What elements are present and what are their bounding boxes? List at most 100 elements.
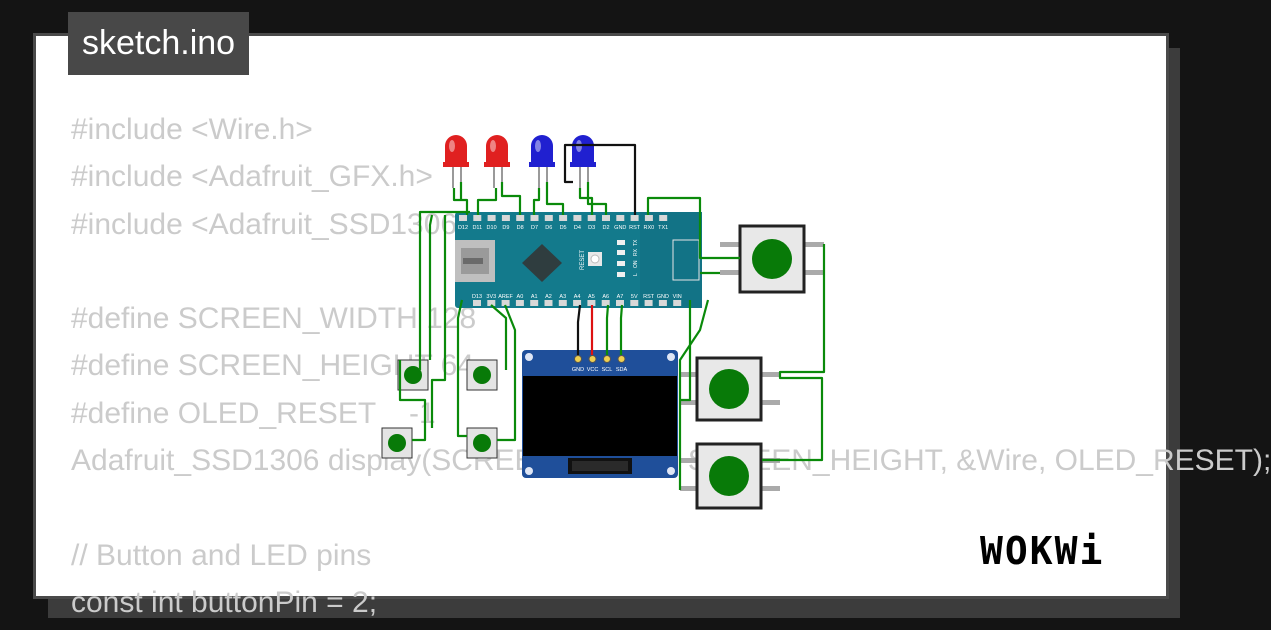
code-line: #include <Wire.h> [71, 113, 313, 146]
wire [646, 196, 740, 260]
board-pin[interactable] [530, 215, 539, 221]
code-line: // Button and LED pins [71, 538, 372, 572]
board-pin[interactable] [602, 215, 610, 221]
pin-label: RX0 [644, 225, 655, 231]
wokwi-logo-text: WOKWi [980, 529, 1104, 573]
board-pin[interactable] [515, 300, 524, 306]
small-pushbuttons[interactable] [381, 359, 498, 459]
reset-button[interactable] [588, 252, 602, 266]
reset-label: RESET [580, 250, 586, 270]
pin-label: RST [643, 294, 655, 300]
pin-label: D13 [472, 294, 482, 300]
oled-pin[interactable] [603, 355, 611, 363]
pin-label: A1 [531, 294, 538, 300]
large-button-2[interactable] [680, 356, 780, 422]
board-pin[interactable] [473, 300, 481, 306]
board-pin[interactable] [573, 215, 582, 221]
board-pin[interactable] [644, 215, 653, 221]
wire [605, 304, 610, 355]
code-line: #include <Adafruit_GFX.h> [71, 160, 433, 194]
board-pin[interactable] [630, 215, 639, 221]
oled-pin[interactable] [574, 355, 582, 363]
small-button-3[interactable] [381, 427, 413, 459]
pin-label: TX1 [658, 225, 668, 231]
led-2[interactable] [484, 135, 510, 188]
board-pin[interactable] [501, 215, 510, 221]
wire [680, 300, 692, 402]
oled-pin-label: VCC [587, 367, 599, 373]
pin-label: A2 [545, 294, 552, 300]
wire [563, 143, 637, 215]
board-pin[interactable] [487, 215, 496, 221]
oled-pin[interactable] [617, 355, 626, 363]
pin-label: GND [614, 225, 626, 231]
board-pin[interactable] [544, 215, 553, 221]
wire [576, 304, 582, 355]
oled-pin-label: SCL [602, 367, 613, 373]
wire [532, 188, 541, 215]
small-button-2[interactable] [466, 359, 498, 391]
board-pin[interactable] [487, 300, 496, 306]
wire [490, 304, 508, 370]
small-button-1[interactable] [397, 359, 429, 391]
board-pin[interactable] [473, 215, 482, 221]
board-pin[interactable] [616, 300, 624, 306]
pin-label: D7 [531, 225, 538, 231]
pin-label: D6 [545, 225, 552, 231]
board-pin[interactable] [530, 300, 539, 306]
board-pin[interactable] [559, 215, 568, 221]
wire [418, 210, 470, 370]
pin-label: D5 [560, 225, 567, 231]
pin-label: A6 [602, 294, 609, 300]
wire [586, 182, 608, 215]
board-pin[interactable] [544, 300, 553, 306]
board-pin[interactable] [616, 215, 625, 221]
board-pin[interactable] [644, 300, 653, 306]
small-button-4[interactable] [466, 427, 498, 459]
board-pin[interactable] [573, 300, 582, 306]
board-pin[interactable] [558, 300, 567, 306]
pin-label: 5V [631, 294, 638, 300]
pin-label: D10 [487, 225, 497, 231]
code-line: #define SCREEN_HEIGHT 64 [71, 349, 474, 383]
pin-label: D3 [588, 225, 595, 231]
board-pin[interactable] [601, 300, 610, 306]
board-pin[interactable] [659, 215, 668, 221]
code-line: const int buttonPin = 2; [71, 585, 378, 619]
pin-label: A5 [588, 294, 595, 300]
pin-label: A0 [517, 294, 524, 300]
pin-label: VIN [673, 294, 682, 300]
board-pin[interactable] [673, 300, 682, 306]
pin-label: AREF [498, 294, 513, 300]
large-button-1[interactable] [720, 224, 824, 294]
large-button-3[interactable] [680, 442, 780, 510]
wiring [398, 143, 826, 490]
led-3[interactable] [529, 135, 555, 188]
board-pin[interactable] [501, 300, 510, 306]
wire [430, 215, 447, 428]
pin-label: RST [629, 225, 641, 231]
oled-pin[interactable] [588, 355, 597, 363]
board-pin[interactable] [459, 215, 467, 221]
pin-label: A3 [559, 294, 566, 300]
led-label-l: L [633, 273, 639, 276]
large-pushbuttons[interactable] [680, 224, 824, 510]
board-pin[interactable] [630, 300, 639, 306]
pin-label: D8 [517, 225, 524, 231]
led-1[interactable] [443, 135, 469, 188]
board-pin[interactable] [587, 215, 596, 221]
file-tab[interactable]: sketch.ino [68, 12, 250, 75]
wire [398, 360, 427, 442]
led-label-on: ON [633, 260, 639, 268]
board-pin[interactable] [658, 300, 667, 306]
oled-pin-label: SDA [616, 367, 628, 373]
board-pin[interactable] [516, 215, 525, 221]
board-pin[interactable] [587, 300, 596, 306]
wire [678, 299, 710, 490]
led-label-rx: RX [633, 248, 639, 256]
led-4[interactable] [570, 135, 596, 188]
